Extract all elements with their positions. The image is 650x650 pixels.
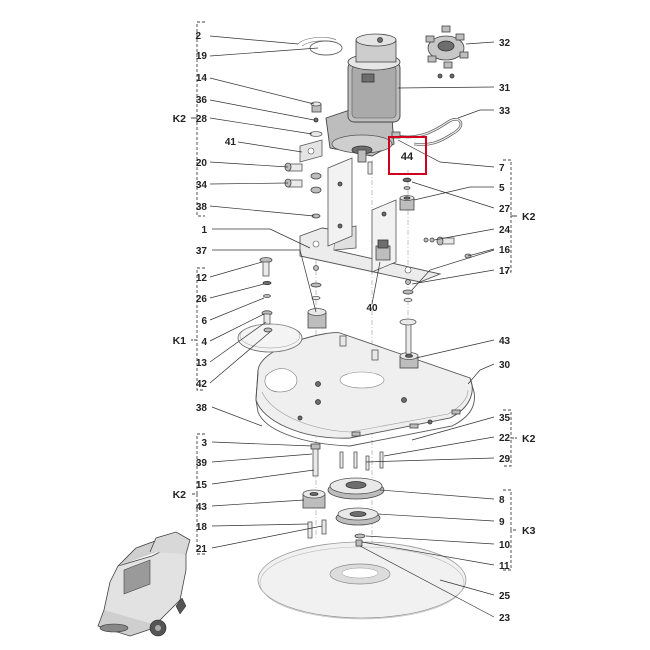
callout-6: 6 xyxy=(201,316,207,327)
callouts-left: 2 19 14 36 28 41 20 34 38 1 37 12 26 6 4… xyxy=(195,31,236,555)
callout-41: 41 xyxy=(225,137,237,148)
callout-39: 39 xyxy=(196,458,208,469)
callout-11: 11 xyxy=(499,561,510,572)
brush-holder xyxy=(425,25,469,79)
callouts-right: 32 31 33 7 5 27 24 16 17 40 43 30 35 22 … xyxy=(366,38,510,624)
callout-23: 23 xyxy=(499,613,511,624)
group-labels: K2 K1 K2 K2 K2 K3 xyxy=(173,113,536,537)
callout-32: 32 xyxy=(499,38,511,49)
callout-40: 40 xyxy=(366,303,378,314)
callout-42: 42 xyxy=(196,379,208,390)
flange xyxy=(327,477,385,500)
callout-30: 30 xyxy=(499,360,511,371)
side-disc xyxy=(237,323,303,353)
leader-lines xyxy=(209,35,495,618)
callout-28: 28 xyxy=(196,114,208,125)
group-label-k2-left-lower: K2 xyxy=(173,489,187,501)
callout-8: 8 xyxy=(499,495,505,506)
callout-14: 14 xyxy=(196,73,208,84)
callout-26: 26 xyxy=(196,294,208,305)
callout-22: 22 xyxy=(499,433,511,444)
callout-18: 18 xyxy=(196,522,208,533)
callout-38-mid: 38 xyxy=(196,403,208,414)
callout-25: 25 xyxy=(499,591,511,602)
right-small-parts xyxy=(399,177,472,259)
callout-15: 15 xyxy=(196,480,208,491)
brush-deck xyxy=(255,332,475,447)
callout-20: 20 xyxy=(196,158,208,169)
callout-27: 27 xyxy=(499,204,511,215)
callout-29: 29 xyxy=(499,454,511,465)
pad-disc xyxy=(257,541,467,620)
left-stack xyxy=(259,257,273,325)
callout-4: 4 xyxy=(201,337,207,348)
callout-31: 31 xyxy=(499,83,511,94)
lower-bushing xyxy=(302,489,326,509)
callout-38-top: 38 xyxy=(196,202,208,213)
callout-37: 37 xyxy=(196,246,208,257)
group-label-k2-right: K2 xyxy=(522,211,536,223)
group-label-k2-right-lower: K2 xyxy=(522,433,536,445)
highlight-part-44: 44 xyxy=(388,136,427,175)
callout-12: 12 xyxy=(196,273,208,284)
group-label-k3: K3 xyxy=(522,525,536,537)
callout-19: 19 xyxy=(196,51,208,62)
vertical-plate xyxy=(327,157,397,273)
callout-33: 33 xyxy=(499,106,511,117)
callout-43-right: 43 xyxy=(499,336,511,347)
callout-2: 2 xyxy=(195,31,201,42)
upper-left-parts xyxy=(284,101,323,219)
callout-10: 10 xyxy=(499,540,511,551)
callout-17: 17 xyxy=(499,266,511,277)
upper-bushing xyxy=(399,318,419,369)
callout-24: 24 xyxy=(499,225,511,236)
callout-35: 35 xyxy=(499,413,511,424)
drive-hub xyxy=(335,507,381,547)
machine-thumbnail xyxy=(97,531,191,637)
callout-43-left: 43 xyxy=(196,502,208,513)
callout-3: 3 xyxy=(201,438,207,449)
callout-5: 5 xyxy=(499,183,505,194)
callout-1: 1 xyxy=(201,225,207,236)
parts-drawing xyxy=(97,25,475,637)
callout-36: 36 xyxy=(196,95,208,106)
group-label-k1: K1 xyxy=(173,335,187,347)
callout-21: 21 xyxy=(196,544,208,555)
motor-gearbox xyxy=(325,33,401,163)
callout-9: 9 xyxy=(499,517,505,528)
main-bracket xyxy=(299,225,442,302)
callout-34: 34 xyxy=(196,180,208,191)
callout-16: 16 xyxy=(499,245,511,256)
callout-44: 44 xyxy=(401,151,414,163)
callout-13: 13 xyxy=(196,358,208,369)
spacer xyxy=(307,308,327,329)
highlight-box xyxy=(388,136,427,175)
group-brackets xyxy=(191,21,517,571)
callout-7: 7 xyxy=(499,163,505,174)
retaining-rings xyxy=(297,37,343,56)
group-label-k2-top: K2 xyxy=(173,113,187,125)
deck-screws xyxy=(307,443,384,539)
